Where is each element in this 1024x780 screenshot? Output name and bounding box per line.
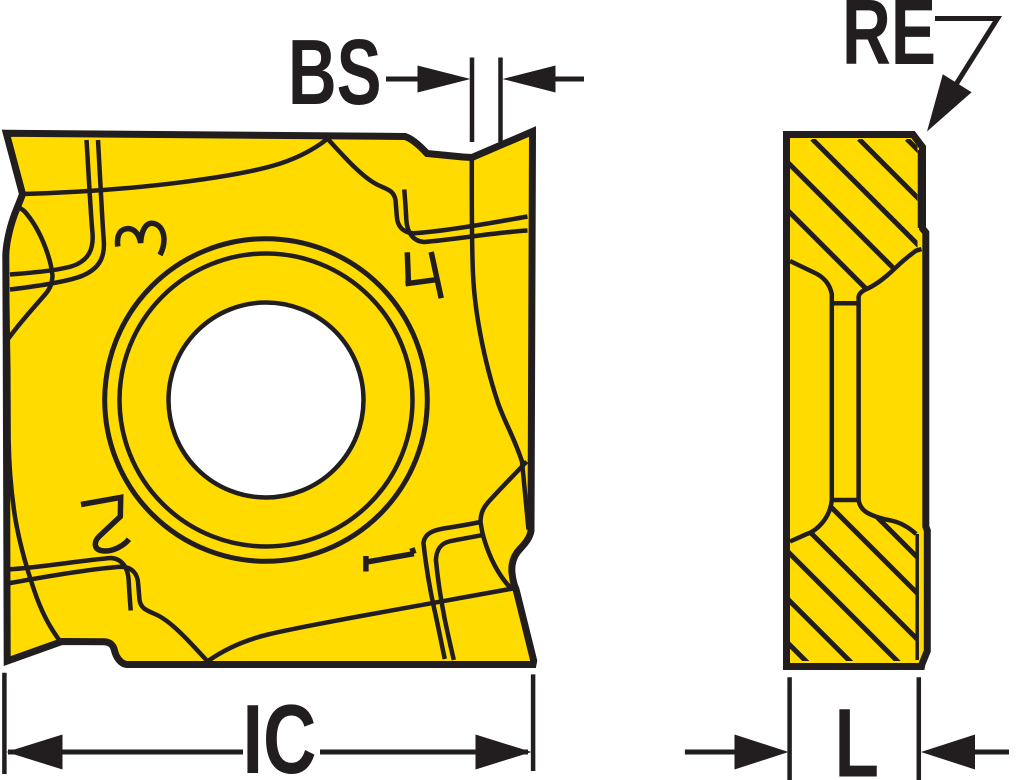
svg-text:BS: BS [288,20,382,124]
svg-text:L: L [835,689,880,780]
svg-text:IC: IC [243,684,317,780]
svg-text:RE: RE [842,0,936,84]
